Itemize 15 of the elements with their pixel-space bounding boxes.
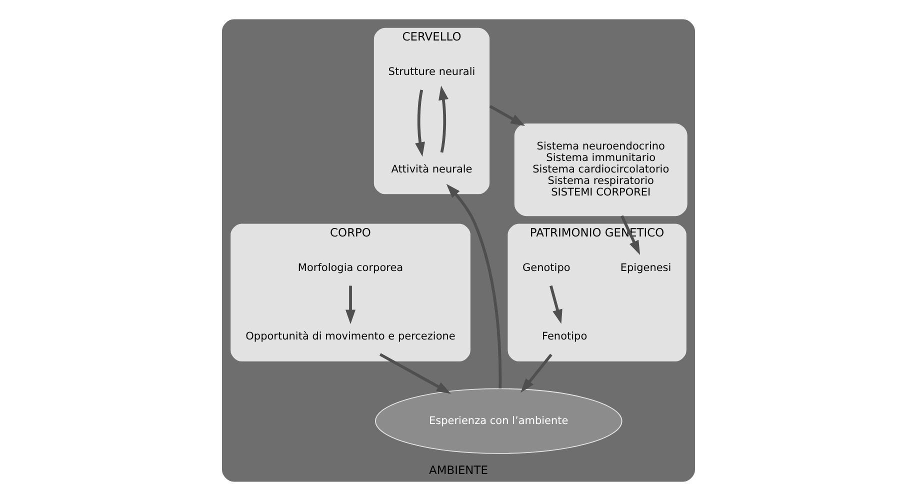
node-text: Attività neurale <box>390 163 472 176</box>
arrow <box>414 90 424 157</box>
node-ellipse: Esperienza con l’ambiente <box>374 388 622 454</box>
node-text: Morfologia corporea <box>297 262 403 274</box>
node-box: Sistema neuroendocrino Sistema immunitario Sistema cardiocircolatorio Sistema respiratorio SISTEMI CORPOREI <box>514 123 687 216</box>
node-text: Fenotipo <box>542 330 587 343</box>
node-text: Genotipo <box>522 262 570 274</box>
arrow <box>438 86 448 153</box>
arrow <box>549 285 562 324</box>
arrow <box>344 286 356 324</box>
node-text: Opportunità di movimento e percezione <box>245 330 455 343</box>
arrow <box>488 104 525 126</box>
node-text: Epigenesi <box>620 262 671 274</box>
arrow <box>446 184 502 388</box>
node-text: Strutture neurali <box>388 66 475 78</box>
